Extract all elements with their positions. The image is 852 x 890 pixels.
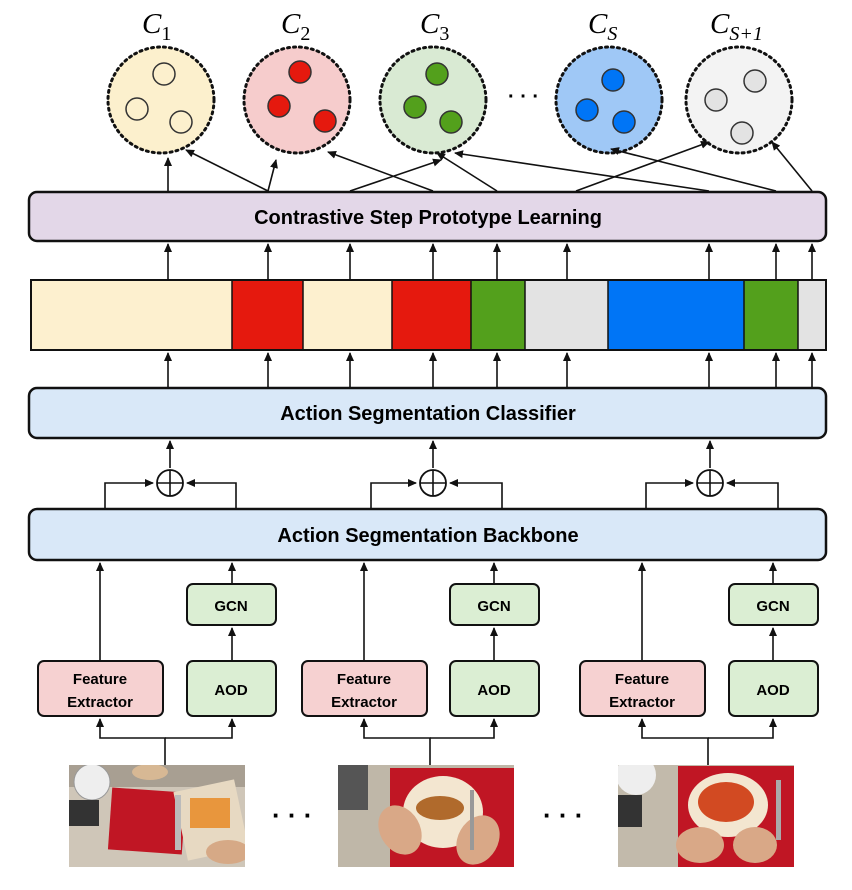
segment: [798, 280, 826, 350]
segment: [392, 280, 471, 350]
cluster-c2: C2: [242, 8, 352, 155]
cluster-ellipsis: · · ·: [508, 86, 539, 108]
gcn-label: GCN: [756, 598, 789, 615]
prototype-dot: [403, 95, 427, 119]
gcn-label: GCN: [214, 598, 247, 615]
aod-box: [728, 660, 819, 717]
segment: [31, 280, 232, 350]
prototype-assignment-arrows: [164, 141, 813, 192]
prototype-dot: [125, 97, 149, 121]
prototype-dot: [730, 121, 754, 145]
feature-extractor-box: [37, 660, 164, 717]
feature-extractor-label: Extractor: [67, 694, 133, 711]
prototype-dot: [267, 94, 291, 118]
segment: [303, 280, 392, 350]
feature-extractor-box: [301, 660, 428, 717]
feature-extractor-label: Extractor: [609, 694, 675, 711]
feature-extractor-label: Feature: [615, 671, 669, 688]
cluster-cs1-label: CS+1: [710, 8, 763, 45]
aod-box: [186, 660, 277, 717]
prototype-dot: [704, 88, 728, 112]
cluster-c3-label: C3: [420, 8, 449, 45]
prototype-dot: [313, 109, 337, 133]
prototype-dot: [288, 60, 312, 84]
input-column-2: GCN Feature Extractor AOD: [301, 562, 540, 765]
feature-extractor-label: Extractor: [331, 694, 397, 711]
cluster-c3: C3: [378, 8, 488, 155]
aod-label: AOD: [214, 682, 248, 699]
input-column-1: GCN Feature Extractor AOD: [37, 562, 277, 765]
classifier-to-segment-arrows: [164, 352, 816, 387]
backbone-label: Action Segmentation Backbone: [277, 525, 578, 547]
cluster-cs: CS: [554, 8, 664, 155]
video-frame-1: [69, 765, 245, 867]
cluster-c2-label: C2: [281, 8, 310, 45]
frame-ellipsis: · · ·: [543, 800, 583, 830]
segment: [525, 280, 608, 350]
cluster-c3-circle: [378, 45, 488, 155]
contrastive-prototype-box: [27, 190, 828, 243]
gcn-box: [728, 583, 819, 626]
aod-box: [449, 660, 540, 717]
feature-extractor-label: Feature: [73, 671, 127, 688]
fusion-block-1: [104, 440, 237, 508]
prototype-dot: [439, 110, 463, 134]
segment-to-prototype-arrows: [164, 243, 816, 279]
contrastive-prototype-label: Contrastive Step Prototype Learning: [254, 207, 602, 229]
prototype-dot: [169, 110, 193, 134]
segmentation-bar: [30, 279, 827, 351]
gcn-box: [449, 583, 540, 626]
gcn-label: GCN: [477, 598, 510, 615]
input-column-3: GCN Feature Extractor AOD: [579, 562, 819, 765]
cluster-cs-circle: [554, 45, 664, 155]
prototype-dot: [743, 69, 767, 93]
classifier-label: Action Segmentation Classifier: [280, 403, 576, 425]
segment: [608, 280, 744, 350]
cluster-c1: C1: [106, 8, 216, 155]
video-frame-2: [338, 765, 514, 867]
prototype-dot: [575, 98, 599, 122]
prototype-dot: [612, 110, 636, 134]
cluster-cs1-circle: [684, 45, 794, 155]
frame-ellipsis: · · ·: [272, 800, 312, 830]
segment: [232, 280, 303, 350]
prototype-dot: [425, 62, 449, 86]
fusion-block-2: [370, 440, 503, 508]
segment: [744, 280, 798, 350]
cluster-c1-label: C1: [142, 8, 171, 45]
gcn-box: [186, 583, 277, 626]
segment: [471, 280, 525, 350]
aod-label: AOD: [477, 682, 511, 699]
prototype-dot: [601, 68, 625, 92]
aod-label: AOD: [756, 682, 790, 699]
fusion-block-3: [645, 440, 779, 508]
backbone-box: [27, 507, 828, 562]
feature-extractor-label: Feature: [337, 671, 391, 688]
prototype-dot: [152, 62, 176, 86]
feature-extractor-box: [579, 660, 706, 717]
cluster-cs1: CS+1: [684, 8, 794, 155]
cluster-cs-label: CS: [588, 8, 617, 45]
classifier-box: [27, 386, 828, 440]
video-frame-3: [618, 765, 794, 867]
